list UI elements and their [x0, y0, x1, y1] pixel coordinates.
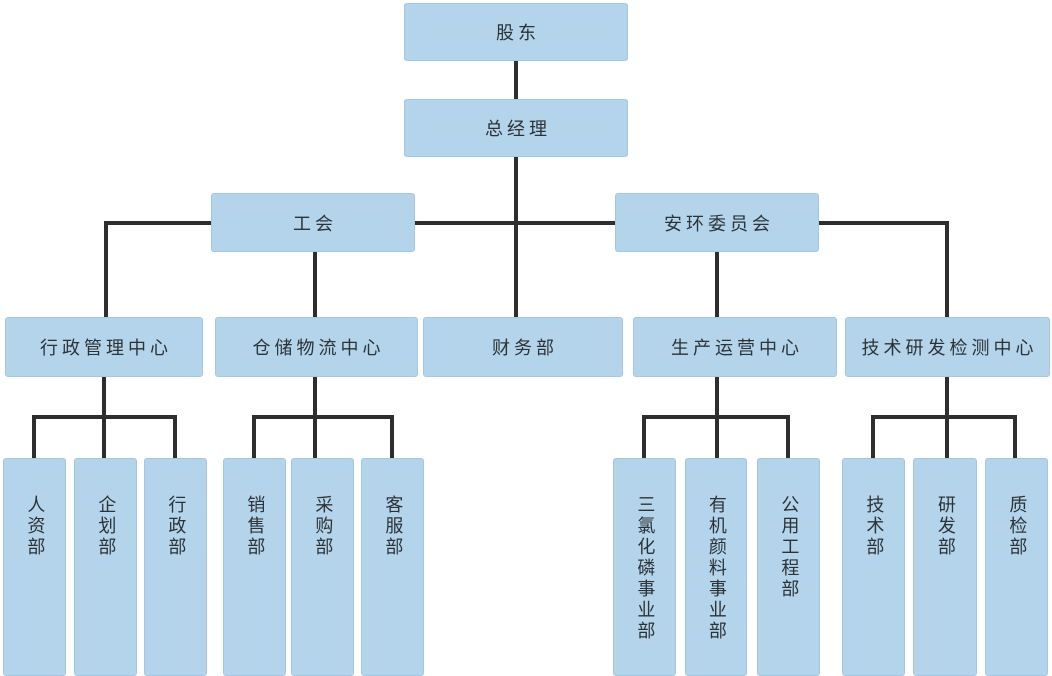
node-organic-pigment-division-label: 有机颜料事业部 — [706, 495, 727, 642]
node-procurement-dept: 采购部 — [291, 458, 354, 676]
node-organic-pigment-division: 有机颜料事业部 — [685, 458, 747, 676]
node-admin-management-center: 行政管理中心 — [5, 317, 203, 377]
connector-logistics-left-stub — [252, 415, 256, 458]
node-administration-dept: 行政部 — [144, 458, 207, 676]
connector-logistics-bar — [252, 415, 394, 419]
connector-production-right-stub — [786, 415, 790, 458]
connector-gm-finance — [514, 157, 518, 317]
connector-logistics-right-stub — [390, 415, 394, 458]
node-warehouse-logistics-center: 仓储物流中心 — [215, 317, 418, 377]
node-rd-dept-label: 研发部 — [935, 495, 956, 558]
node-customer-service-dept-label: 客服部 — [383, 495, 404, 558]
node-shareholders: 股东 — [404, 3, 628, 61]
node-general-manager: 总经理 — [404, 99, 628, 157]
node-technology-dept-label: 技术部 — [864, 495, 885, 558]
connector-admin-left-stub — [32, 415, 36, 458]
node-utility-engineering-dept: 公用工程部 — [757, 458, 820, 676]
connector-bus-admin — [104, 221, 108, 317]
connector-main-bus — [104, 221, 949, 225]
node-phosphorus-trichloride-division-label: 三氯化磷事业部 — [635, 495, 656, 642]
connector-tech-bar — [871, 415, 1017, 419]
node-customer-service-dept: 客服部 — [361, 458, 424, 676]
node-technology-dept: 技术部 — [842, 458, 905, 676]
node-administration-dept-label: 行政部 — [166, 495, 187, 558]
connector-tech-left-stub — [871, 415, 875, 458]
node-quality-inspection-dept: 质检部 — [985, 458, 1048, 676]
connector-tech-right-stub — [1013, 415, 1017, 458]
connector-production-left-stub — [642, 415, 646, 458]
node-procurement-dept-label: 采购部 — [313, 495, 334, 558]
node-tech-rd-testing-center: 技术研发检测中心 — [845, 317, 1050, 377]
node-safety-environment-committee: 安环委员会 — [615, 193, 819, 252]
connector-committee-production — [715, 251, 719, 317]
connector-admin-right-stub — [173, 415, 177, 458]
connector-production-bar — [642, 415, 790, 419]
node-hr-dept-label: 人资部 — [25, 495, 46, 558]
node-rd-dept: 研发部 — [913, 458, 977, 676]
connector-union-logistics — [313, 251, 317, 317]
node-finance-dept: 财务部 — [423, 317, 623, 377]
node-quality-inspection-dept-label: 质检部 — [1007, 495, 1028, 558]
node-planning-dept: 企划部 — [74, 458, 137, 676]
node-phosphorus-trichloride-division: 三氯化磷事业部 — [613, 458, 676, 676]
node-sales-dept: 销售部 — [223, 458, 286, 676]
node-planning-dept-label: 企划部 — [96, 495, 117, 558]
node-production-operations-center: 生产运营中心 — [633, 317, 837, 377]
node-labor-union: 工会 — [211, 193, 415, 252]
connector-bus-tech — [945, 221, 949, 317]
node-sales-dept-label: 销售部 — [245, 495, 266, 558]
node-hr-dept: 人资部 — [3, 458, 66, 676]
node-utility-engineering-dept-label: 公用工程部 — [779, 495, 800, 600]
connector-admin-bar — [32, 415, 177, 419]
connector-shareholders-gm — [514, 61, 518, 99]
